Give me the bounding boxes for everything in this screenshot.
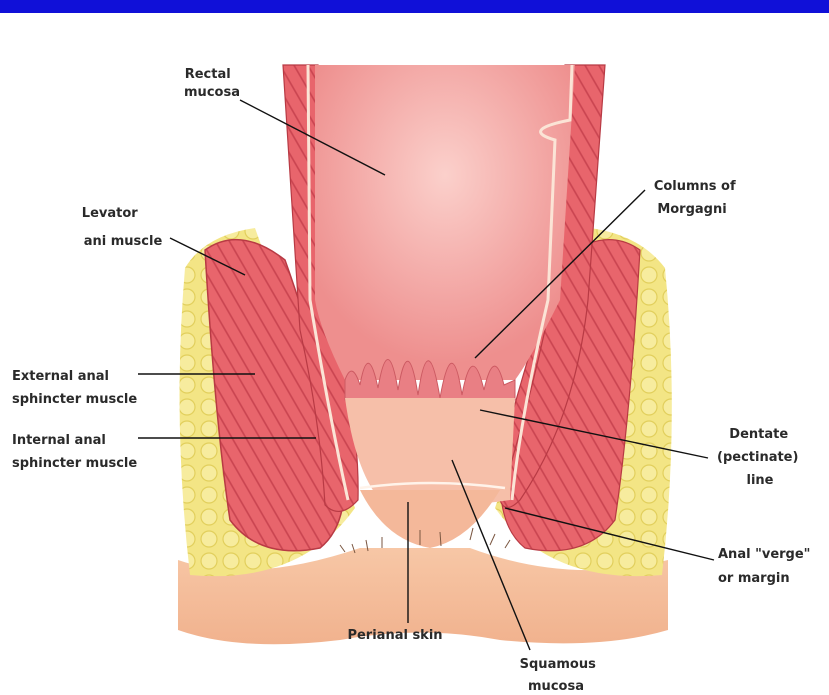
anal-canal-lower <box>345 398 515 505</box>
label-anal-verge: Anal "verge" or margin <box>718 547 815 586</box>
label-external-sphincter: External anal sphincter muscle <box>12 369 137 407</box>
label-internal-sphincter: Internal anal sphincter muscle <box>12 433 137 471</box>
label-levator-ani: Levator ani muscle <box>82 206 163 249</box>
label-columns-morgagni: Columns of Morgagni <box>654 179 740 217</box>
anal-canal-bottom <box>360 490 500 548</box>
header-bar <box>0 0 829 13</box>
rectal-mucosa-region <box>315 65 575 380</box>
label-perianal-skin: Perianal skin <box>347 628 442 643</box>
label-dentate-line: Dentate (pectinate) line <box>717 427 803 488</box>
anal-canal-diagram: Rectal mucosa Levator ani muscle Externa… <box>0 13 829 695</box>
label-squamous-mucosa: Squamous mucosa <box>520 657 601 694</box>
label-rectal-mucosa: Rectal mucosa <box>184 67 240 100</box>
